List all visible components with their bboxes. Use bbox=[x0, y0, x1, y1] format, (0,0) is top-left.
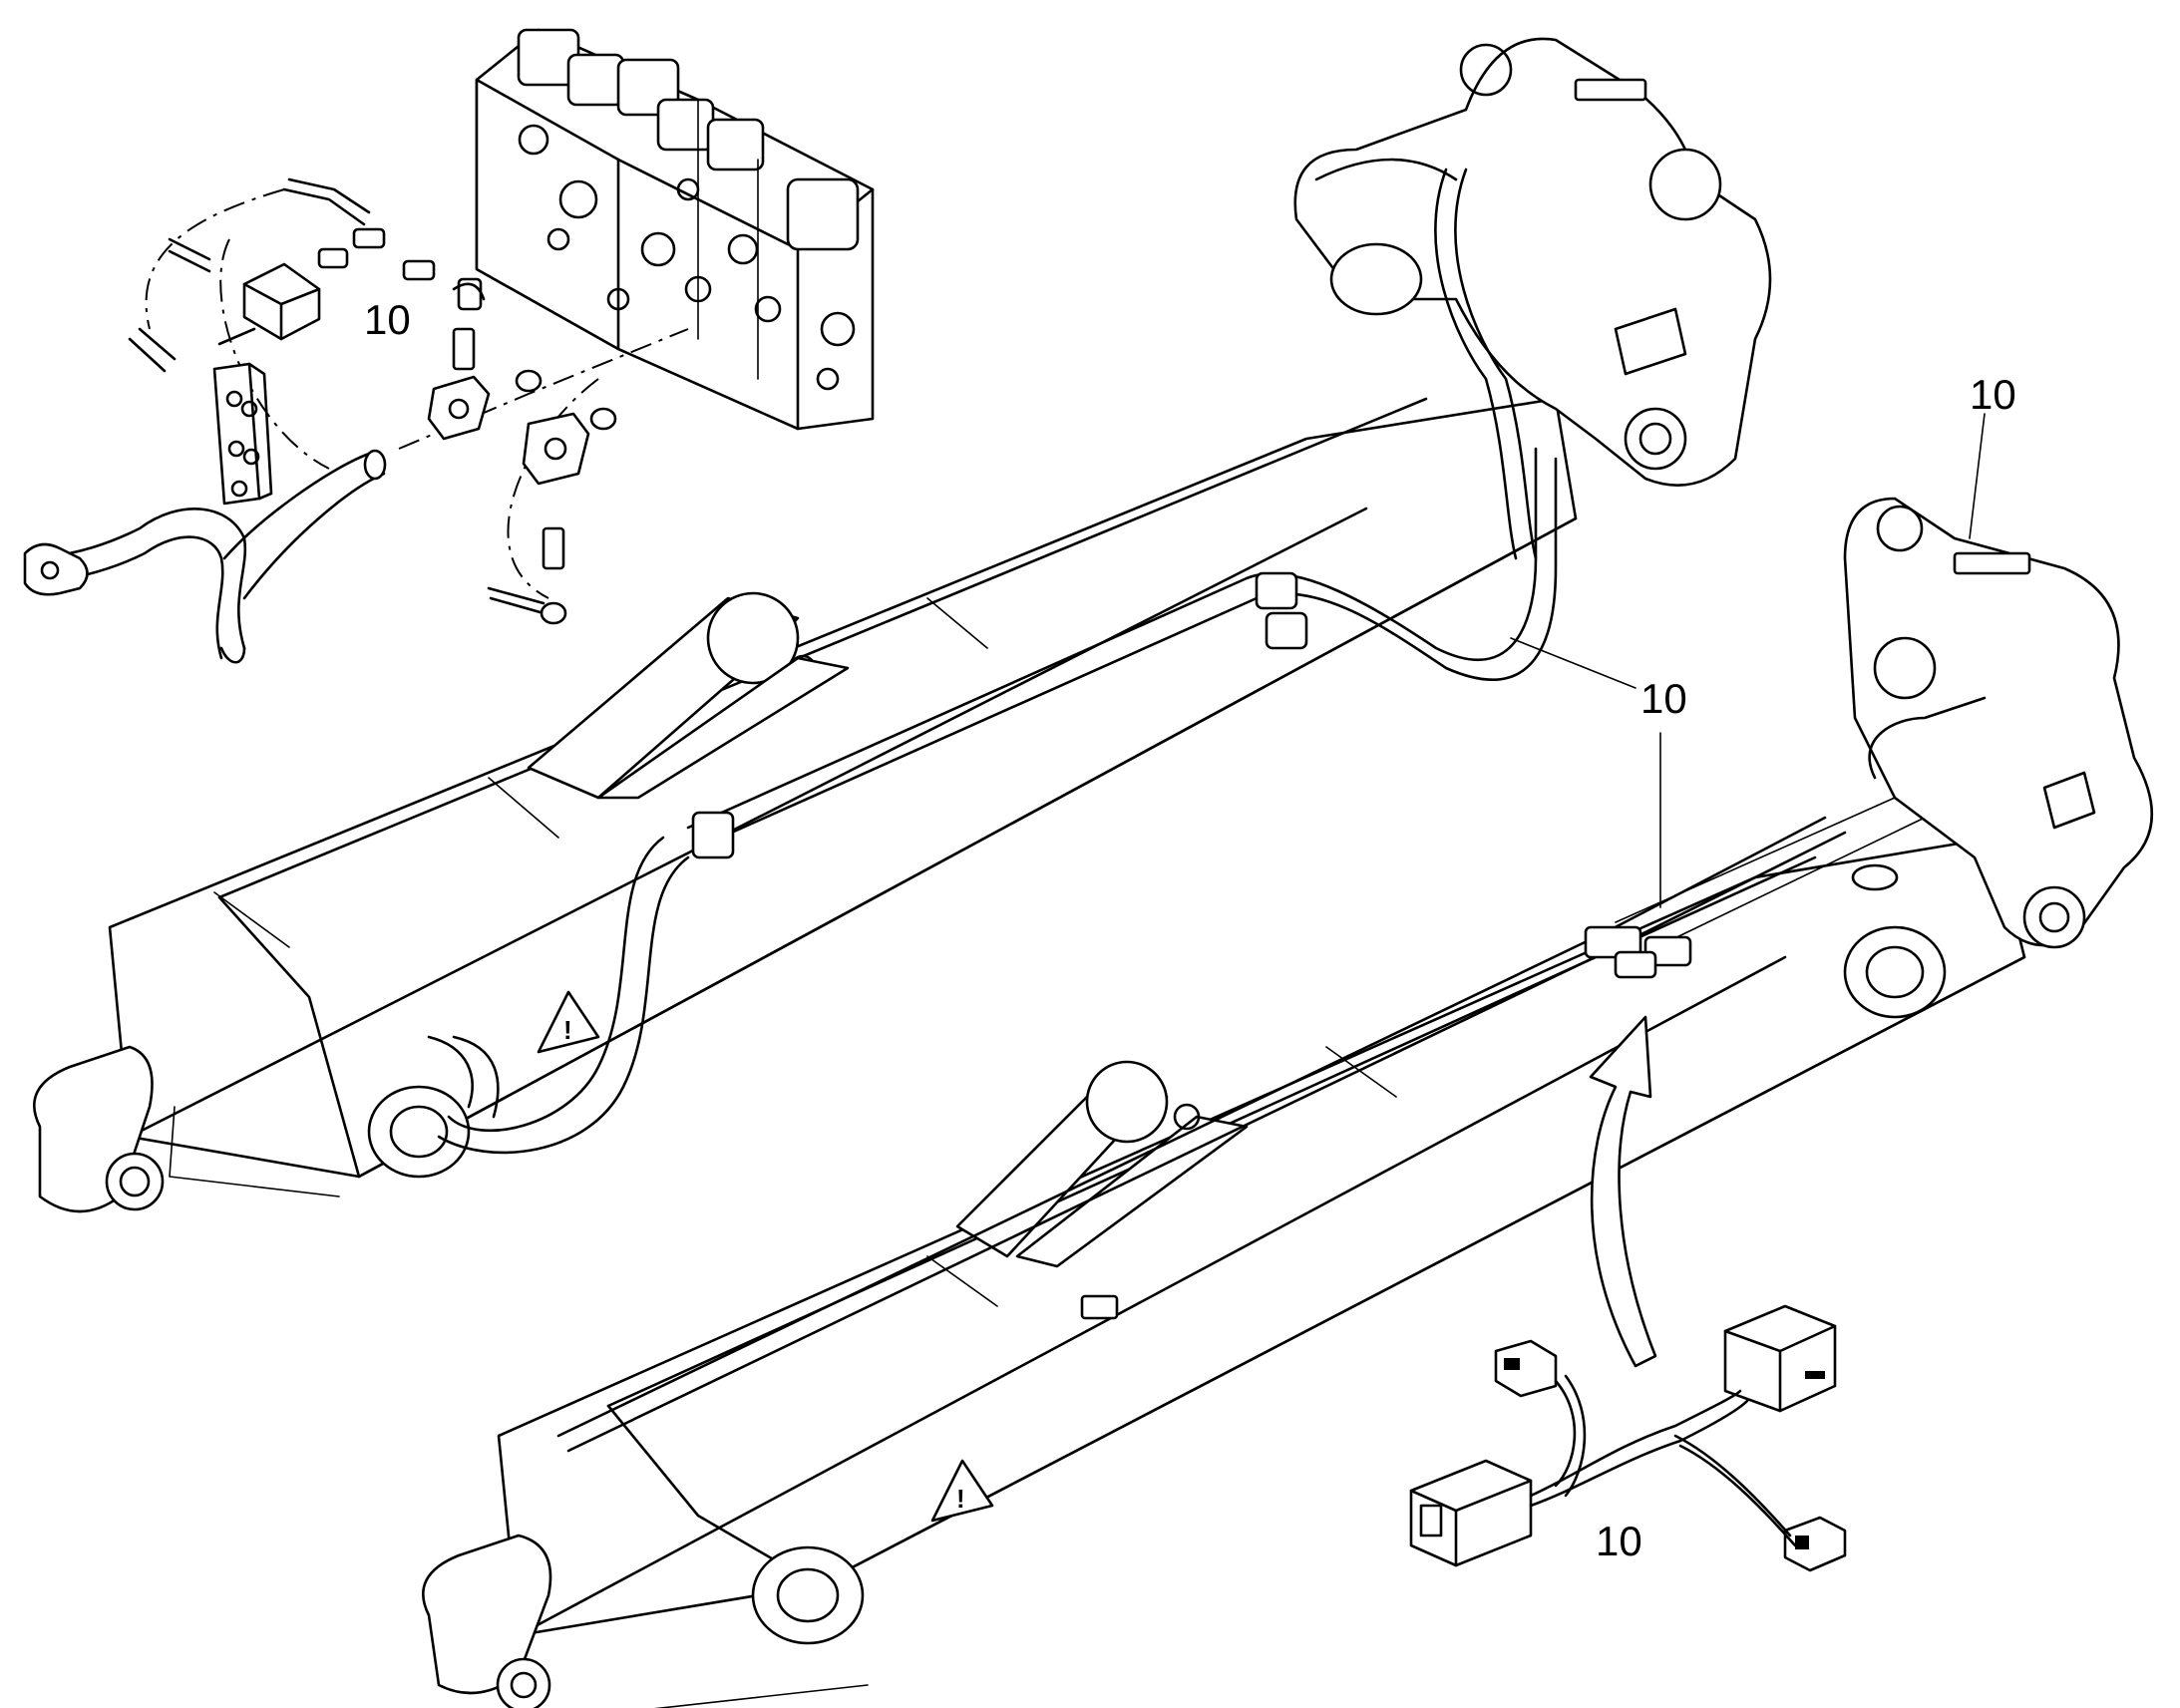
callout-label: 10 bbox=[1596, 1518, 1642, 1564]
callout-label: 10 bbox=[364, 296, 411, 343]
callout-label: 10 bbox=[1970, 371, 2016, 418]
control-valve-assembly bbox=[475, 28, 875, 431]
harness-detail-arrow bbox=[1589, 1015, 1657, 1368]
wiring-harness bbox=[1409, 1304, 1847, 1572]
svg-text:!: ! bbox=[956, 1484, 965, 1514]
svg-text:!: ! bbox=[563, 1015, 572, 1045]
upper-boom: ! bbox=[33, 397, 1578, 1213]
upper-quick-coupler bbox=[1293, 37, 1772, 560]
callout-leaders bbox=[1510, 413, 1986, 908]
lower-quick-coupler bbox=[1843, 497, 2154, 949]
callout-label: 10 bbox=[1640, 675, 1687, 722]
hose-and-fittings-kit bbox=[23, 177, 689, 664]
